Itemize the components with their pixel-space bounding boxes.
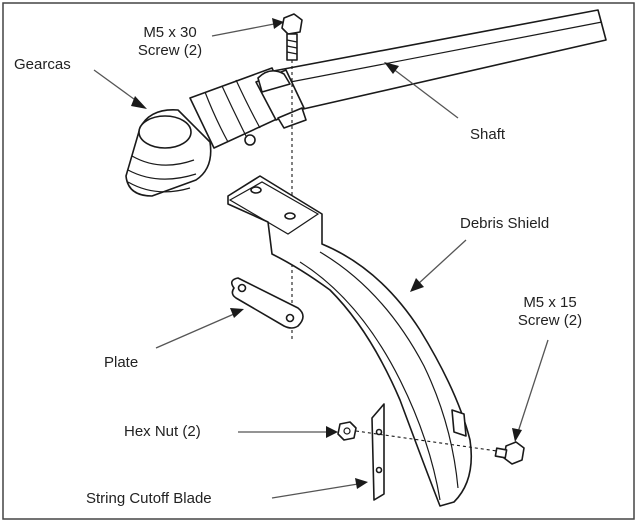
m5x15-screw-qty: Screw (2)	[517, 312, 583, 329]
m5x30-screw-size: M5 x 30	[143, 24, 197, 41]
leader-lines	[93, 18, 549, 499]
m5x15-screw-label: M5 x 15 Screw (2)	[500, 294, 600, 330]
plate-part	[230, 277, 304, 329]
gearcase-part	[125, 67, 307, 197]
gearcase-label: Gearcas	[14, 56, 71, 73]
m5x30-screw-label: M5 x 30 Screw (2)	[120, 24, 220, 60]
m5x30-screw-qty: Screw (2)	[137, 42, 203, 59]
top-screw-part	[281, 13, 303, 61]
hex-nut-part	[337, 421, 357, 441]
side-screw-part	[494, 441, 525, 465]
debris-shield-part	[227, 175, 473, 507]
horizontal-alignment-line	[355, 430, 505, 453]
shaft-label: Shaft	[470, 126, 506, 143]
cutoff-blade-label: String Cutoff Blade	[86, 490, 212, 507]
shaft-part	[267, 9, 607, 113]
cutoff-blade-part	[371, 403, 385, 501]
debris-shield-label: Debris Shield	[460, 215, 550, 232]
hex-nut-label: Hex Nut (2)	[124, 423, 201, 440]
plate-label: Plate	[104, 354, 139, 371]
m5x15-screw-size: M5 x 15	[523, 294, 577, 311]
